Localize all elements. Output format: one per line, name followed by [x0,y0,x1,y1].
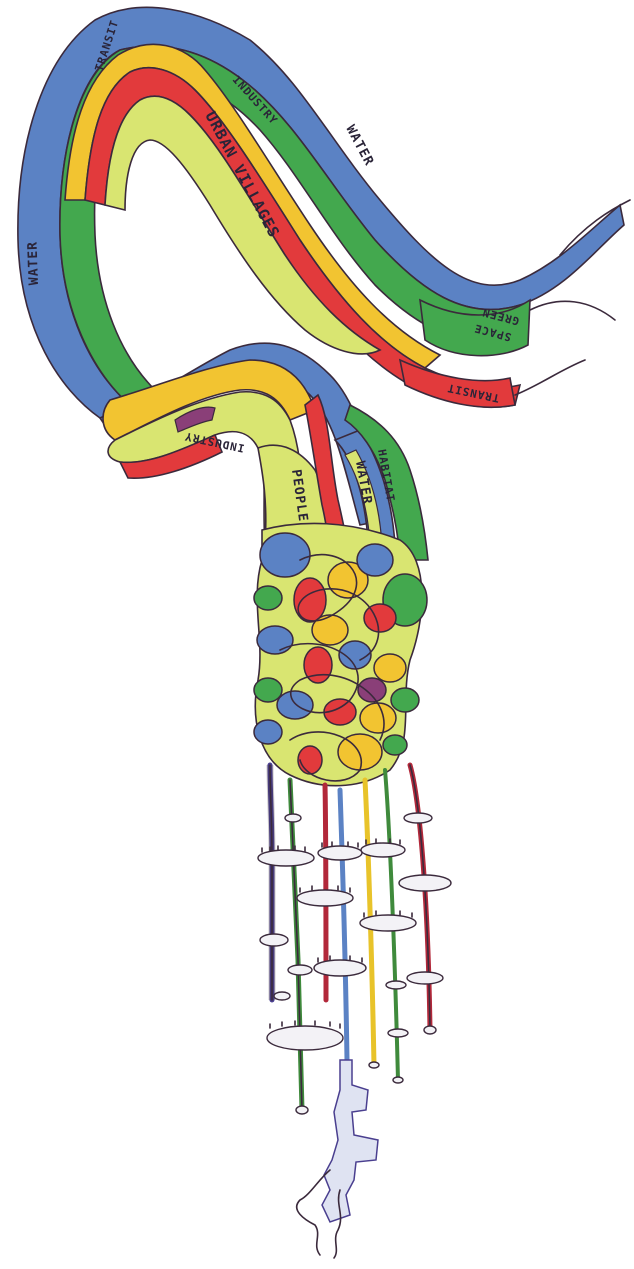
bottom-squiggle [297,1060,378,1258]
disc-3 [361,843,405,857]
trailing-strand-3 [515,360,585,395]
tangle-blob-red-1 [294,578,326,622]
tangle-blob-red-3 [304,647,332,683]
tangle-blob-blue-3 [257,626,293,654]
tangle-blob-green-3 [254,678,282,702]
tangle-blob-blue-2 [357,544,393,576]
disc-16 [388,1029,408,1037]
tangle-blob-red-2 [364,604,396,632]
disc-12 [407,972,443,984]
trailing-strand-2 [530,301,615,320]
strands [258,765,451,1114]
disc-14 [274,992,290,1000]
tangle-blob-red-5 [298,746,322,774]
disc-11 [288,965,312,975]
upper-loop [18,7,630,418]
tangle-blob-blue-1 [260,533,310,577]
disc-10 [314,960,366,976]
strand-red-2 [410,765,430,1030]
disc-2 [318,846,362,860]
disc-6 [399,875,451,891]
disc-9 [260,934,288,946]
disc-17 [424,1026,436,1034]
label-water-left: WATER [25,241,42,286]
disc-4 [404,813,432,823]
disc-5 [285,814,301,822]
tangle-blob-green-1 [254,586,282,610]
tangle-weave [254,523,427,785]
disc-18 [296,1106,308,1114]
tangle-blob-yellow-4 [360,703,396,733]
disc-15 [267,1026,343,1050]
disc-1 [258,850,314,866]
disc-19 [369,1062,379,1068]
tangle-blob-yellow-3 [374,654,406,682]
tangle-blob-blue-5 [277,691,313,719]
tangle-blob-yellow-2 [312,615,348,645]
tangle-blob-yellow-5 [338,734,382,770]
disc-13 [386,981,406,989]
tangle-blob-green-5 [383,735,407,755]
disc-20 [393,1077,403,1083]
disc-7 [297,890,353,906]
squiggle-column [322,1060,378,1222]
disc-8 [360,915,416,931]
tangle-blob-green-4 [391,688,419,712]
tangle-blob-blue-6 [254,720,282,744]
tangle-blob-purple [358,678,386,702]
strand-blue [340,790,347,1060]
